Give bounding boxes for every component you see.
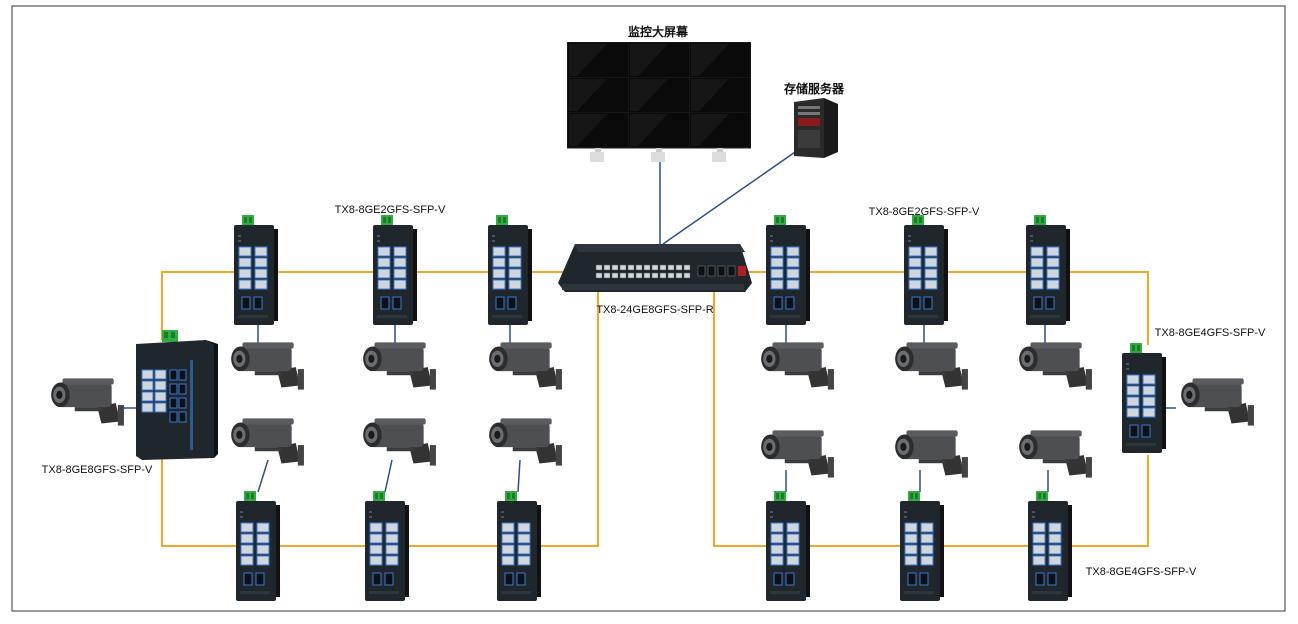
- left-main-switch-label: TX8-8GE8GFS-SFP-V: [42, 464, 153, 476]
- right-upper-switch-label: TX8-8GE2GFS-SFP-V: [869, 206, 980, 218]
- storage-server-label: 存储服务器: [783, 81, 845, 96]
- outer-frame: [11, 5, 1286, 612]
- cctv-camera-icon: [51, 342, 1254, 478]
- right-ring-top: [742, 271, 1149, 345]
- left-ring-top: [161, 271, 565, 340]
- right-side-switch-label: TX8-8GE4GFS-SFP-V: [1155, 327, 1266, 339]
- storage-server: 存储服务器: [783, 81, 845, 158]
- core-switch: TX8-24GE8GFS-SFP-R: [558, 244, 752, 316]
- right-lower-switch-label: TX8-8GE4GFS-SFP-V: [1086, 566, 1197, 578]
- uplink-lines: [118, 149, 1176, 493]
- video-wall: 监控大屏幕: [567, 24, 751, 162]
- server-to-core-link: [662, 149, 799, 245]
- left-upper-switch-label: TX8-8GE2GFS-SFP-V: [335, 204, 446, 216]
- core-switch-label: TX8-24GE8GFS-SFP-R: [596, 304, 713, 316]
- monitor-icon: [567, 42, 751, 152]
- server-icon: [794, 98, 838, 158]
- video-wall-label: 监控大屏幕: [628, 24, 689, 39]
